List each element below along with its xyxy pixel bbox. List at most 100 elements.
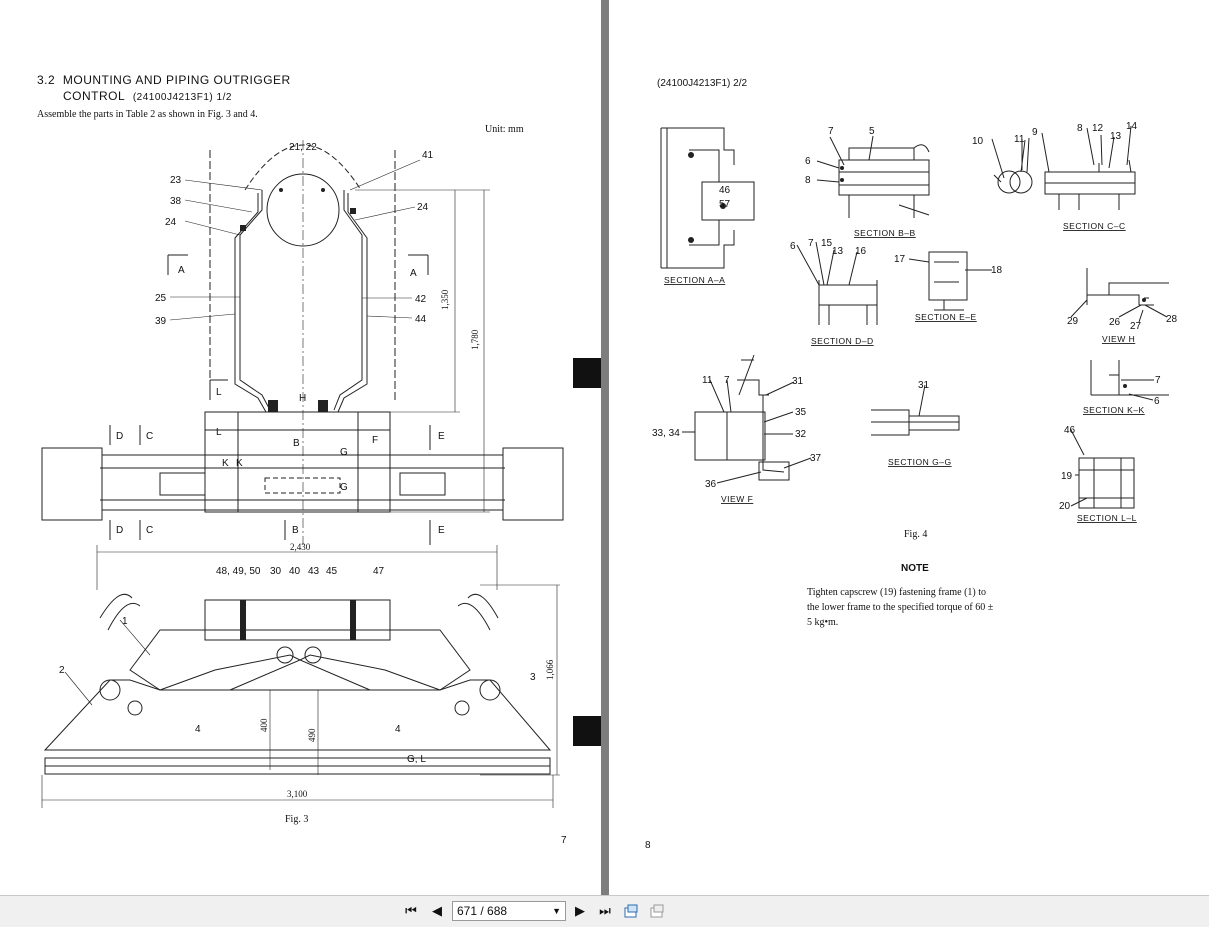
- label-30: 30: [270, 566, 282, 577]
- right-page: (24100J4213F1) 2/2: [609, 0, 1209, 895]
- dim-1350: 1,350: [440, 289, 450, 310]
- page-select-value: 671 / 688: [457, 904, 508, 918]
- fig3-caption: Fig. 3: [285, 814, 309, 825]
- dim-1066: 1,066: [545, 659, 555, 680]
- caption-section-gg: SECTION G–G: [888, 457, 952, 467]
- label-24-left: 24: [165, 217, 177, 228]
- heading-line1: MOUNTING AND PIPING OUTRIGGER: [62, 73, 291, 87]
- caption-view-h: VIEW H: [1102, 334, 1135, 344]
- fit-width-icon[interactable]: [648, 902, 666, 920]
- label-L-mid: L: [216, 427, 222, 438]
- label-1: 1: [122, 616, 128, 627]
- label-B-mid: B: [293, 438, 300, 449]
- label-43: 43: [308, 566, 320, 577]
- label-7-k: 7: [1155, 375, 1161, 386]
- note-title: NOTE: [901, 563, 929, 574]
- label-E-bottom: E: [438, 525, 445, 536]
- label-A-left: A: [178, 265, 185, 276]
- label-G-top: G: [340, 447, 348, 458]
- label-26: 26: [1109, 317, 1121, 328]
- label-13-d: 13: [832, 246, 844, 257]
- label-12: 12: [1092, 123, 1104, 134]
- label-B-bottom: B: [292, 525, 299, 536]
- label-A-right: A: [410, 268, 417, 279]
- label-4-left: 4: [195, 724, 201, 735]
- label-46-sectA: 46: [719, 185, 731, 196]
- label-37: 37: [810, 453, 822, 464]
- label-24-right: 24: [417, 202, 429, 213]
- label-C-bottom: C: [146, 525, 153, 536]
- label-31-g: 31: [918, 380, 930, 391]
- label-6-d: 6: [790, 241, 796, 252]
- note-line2: the lower frame to the specified torque …: [807, 602, 994, 613]
- label-D-bottom: D: [116, 525, 123, 536]
- label-47: 47: [373, 566, 385, 577]
- label-32: 32: [795, 429, 807, 440]
- caption-section-kk: SECTION K–K: [1083, 405, 1145, 415]
- dim-1780: 1,780: [470, 329, 480, 350]
- label-46-l: 46: [1064, 425, 1076, 436]
- heading-line2-row: CONTROL (24100J4213F1) 1/2: [63, 89, 232, 103]
- label-17: 17: [894, 254, 906, 265]
- dim-2430: 2,430: [290, 542, 311, 552]
- label-57: 57: [719, 199, 731, 210]
- label-42: 42: [415, 294, 427, 305]
- label-29: 29: [1067, 316, 1079, 327]
- right-header-code: (24100J4213F1) 2/2: [657, 78, 748, 89]
- section-heading: 3.2 MOUNTING AND PIPING OUTRIGGER: [37, 73, 291, 87]
- first-page-icon[interactable]: ⏮: [405, 903, 417, 918]
- label-27: 27: [1130, 321, 1142, 332]
- label-33-34: 33, 34: [652, 428, 680, 439]
- edge-tab-top: [573, 358, 601, 388]
- left-page: 3.2 MOUNTING AND PIPING OUTRIGGER CONTRO…: [0, 0, 601, 895]
- label-28: 28: [1166, 314, 1178, 325]
- viewer-toolbar: ⏮ ◀ 671 / 688 ▼ ▶ ⏭: [0, 895, 1209, 927]
- label-8-b: 8: [805, 175, 811, 186]
- label-16: 16: [855, 246, 867, 257]
- next-page-icon[interactable]: ▶: [575, 903, 585, 918]
- heading-number: 3.2: [37, 73, 56, 87]
- last-page-icon[interactable]: ⏭: [599, 903, 611, 918]
- label-L-top: L: [216, 387, 222, 398]
- label-G-L: G, L: [407, 754, 426, 765]
- instruction-text: Assemble the parts in Table 2 as shown i…: [37, 109, 258, 120]
- label-3: 3: [530, 672, 536, 683]
- dim-400: 400: [259, 718, 269, 732]
- label-8-c: 8: [1077, 123, 1083, 134]
- label-K-2: K: [236, 458, 243, 469]
- dim-490: 490: [307, 728, 317, 742]
- label-38: 38: [170, 196, 182, 207]
- label-14: 14: [1126, 121, 1138, 132]
- label-6-b: 6: [805, 156, 811, 167]
- label-18: 18: [991, 265, 1003, 276]
- caption-view-f: VIEW F: [721, 494, 753, 504]
- page-select[interactable]: 671 / 688 ▼: [452, 901, 566, 921]
- label-6-k: 6: [1154, 396, 1160, 407]
- fit-page-icon[interactable]: [622, 902, 640, 920]
- label-10: 10: [972, 136, 984, 147]
- label-25: 25: [155, 293, 167, 304]
- label-45: 45: [326, 566, 338, 577]
- dim-3100: 3,100: [287, 789, 308, 799]
- caption-section-ll: SECTION L–L: [1077, 513, 1137, 523]
- label-5: 5: [869, 126, 875, 137]
- label-4-right: 4: [395, 724, 401, 735]
- previous-page-icon[interactable]: ◀: [432, 903, 442, 918]
- chevron-down-icon: ▼: [552, 906, 561, 916]
- label-2: 2: [59, 665, 65, 676]
- label-7-f: 7: [724, 375, 730, 386]
- unit-label: Unit: mm: [485, 124, 524, 135]
- label-E-top: E: [438, 431, 445, 442]
- label-23: 23: [170, 175, 182, 186]
- label-15: 15: [821, 238, 833, 249]
- note-line3: 5 kg•m.: [807, 617, 839, 628]
- label-48-49-50: 48, 49, 50: [216, 566, 261, 577]
- label-31-f: 31: [792, 376, 804, 387]
- label-21-22: 21, 22: [289, 142, 317, 153]
- caption-section-bb: SECTION B–B: [854, 228, 916, 238]
- label-13: 13: [1110, 131, 1122, 142]
- label-7-d: 7: [808, 238, 814, 249]
- caption-section-cc: SECTION C–C: [1063, 221, 1126, 231]
- label-36: 36: [705, 479, 717, 490]
- edge-tab-bottom: [573, 716, 601, 746]
